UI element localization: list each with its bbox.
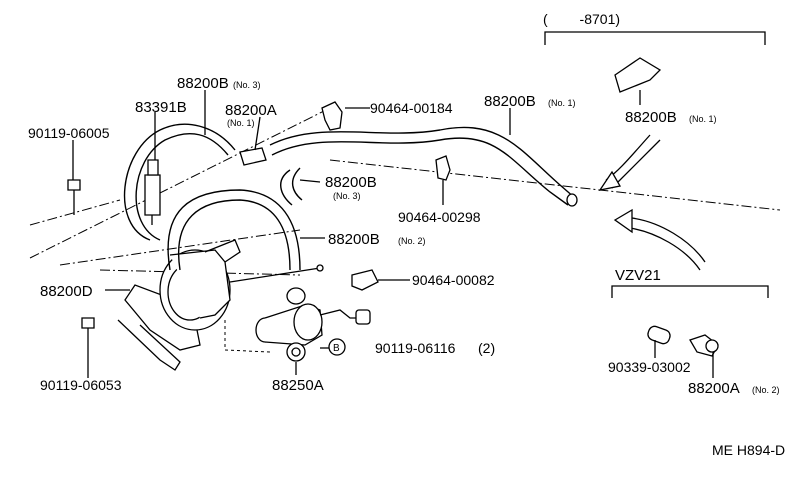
label-88200A: 88200A [225, 102, 277, 119]
label-90464-00082: 90464-00082 [412, 272, 495, 288]
label-88200A-no2: 88200A [688, 380, 740, 397]
label-90464-00184: 90464-00184 [370, 100, 453, 116]
label-90119-06116: 90119-06116 [375, 340, 456, 356]
label-88250A: 88250A [272, 377, 324, 394]
label-88200B-no1-right-sub: (No. 1) [689, 114, 717, 124]
label-88200B-no2-sub: (No. 2) [398, 236, 426, 246]
label-83391B: 83391B [135, 99, 187, 116]
label-88200B-mid: 88200B [325, 174, 377, 191]
label-88200B-no1-sub: (No. 1) [548, 98, 576, 108]
callout-circle [328, 338, 346, 356]
label-88200B-no3: 88200B [177, 75, 229, 92]
label-90119-06116-qty: (2) [478, 340, 495, 356]
label-88200B-no1-right: 88200B [625, 109, 677, 126]
label-88200A-no2-sub: (No. 2) [752, 385, 780, 395]
label-90119-06053: 90119-06053 [40, 377, 122, 393]
label-88200D: 88200D [40, 283, 93, 300]
model-label: VZV21 [615, 267, 661, 284]
label-88200B-no3-sub: (No. 3) [233, 80, 261, 90]
arrows [598, 134, 706, 271]
range-bracket [544, 31, 769, 298]
callout-b-text: B [333, 343, 340, 354]
label-88200B-no2: 88200B [328, 231, 380, 248]
label-88200B-mid-sub: (No. 3) [333, 191, 361, 201]
label-90339-03002: 90339-03002 [608, 359, 691, 375]
reference-lines [29, 107, 781, 276]
label-88200A-sub: (No. 1) [227, 118, 255, 128]
leader-lines [72, 90, 714, 378]
label-90119-06005: 90119-06005 [28, 125, 110, 141]
sensor-88200D [117, 239, 324, 371]
label-88200B-no1: 88200B [484, 93, 536, 110]
fittings [67, 57, 719, 357]
range-label: ( -8701) [543, 11, 620, 27]
valve-88250A [224, 287, 371, 362]
label-90464-00298: 90464-00298 [398, 209, 481, 225]
drawing-code: ME H894-D [712, 442, 785, 458]
